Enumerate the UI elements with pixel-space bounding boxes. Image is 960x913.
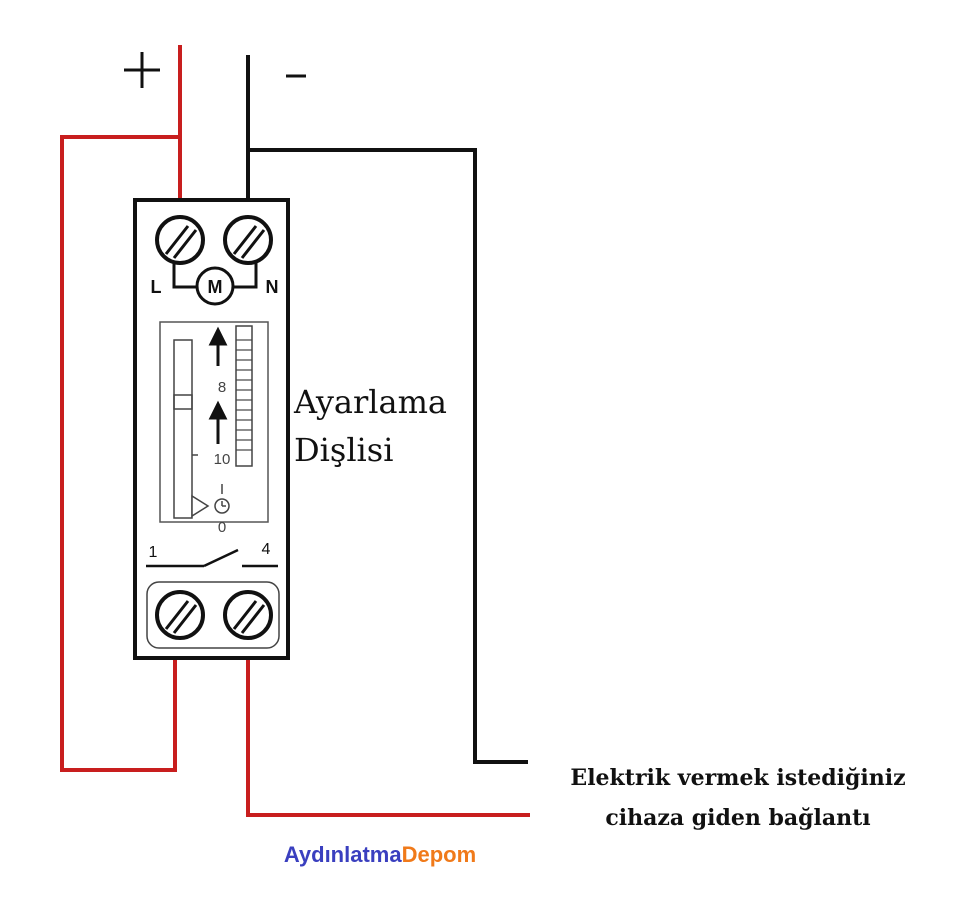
- output-wire: [246, 640, 530, 817]
- live-bridge-wire: [60, 135, 180, 772]
- terminal-n-label: N: [266, 277, 279, 297]
- plus-sign: [124, 52, 160, 88]
- dial-mark-0: 0: [218, 519, 226, 536]
- brand-name-part2: Depom: [401, 842, 477, 867]
- switch-contact-symbol: [146, 548, 278, 568]
- motor-wire-left: [172, 262, 196, 289]
- brand-logo: AydınlatmaDepom: [200, 842, 560, 868]
- motor-label: M: [208, 277, 223, 297]
- dial-mark-10: 10: [214, 451, 231, 468]
- terminal-l-label: L: [151, 277, 162, 297]
- device-connection-label-line1: Elektrik vermek istediğiniz: [570, 765, 906, 791]
- terminal-4: [223, 590, 273, 640]
- brand-name-part1: Aydınlatma: [283, 842, 402, 867]
- neutral-device-wire: [248, 148, 528, 764]
- dial-mark-8: 8: [218, 379, 226, 396]
- motor-wire-right: [234, 262, 258, 289]
- device-connection-label: Elektrik vermek istediğiniz cihaza giden…: [538, 758, 938, 838]
- contact-1-label: 1: [149, 544, 158, 561]
- setting-slider: [173, 339, 198, 519]
- device-connection-label-line2: cihaza giden bağlantı: [605, 805, 871, 831]
- terminal-n: [223, 215, 273, 265]
- neutral-wires: [246, 55, 528, 764]
- contact-4-label: 4: [262, 541, 271, 558]
- dial-scale: [235, 325, 253, 467]
- adjustment-gear-label-line1: Ayarlama: [294, 383, 447, 421]
- clock-icon: [214, 498, 230, 514]
- dial-scale-ticks: [236, 339, 252, 451]
- live-wires: [60, 45, 530, 817]
- adjustment-gear-label-line2: Dişlisi: [294, 431, 394, 469]
- adjustment-gear-label: Ayarlama Dişlisi: [294, 378, 447, 474]
- terminal-1: [155, 590, 205, 640]
- motor-symbol: [195, 266, 235, 306]
- direction-arrow-lower: [208, 400, 228, 444]
- terminal-l: [155, 215, 205, 265]
- direction-arrow-upper: [208, 326, 228, 366]
- dial-pointer-triangle: [191, 494, 210, 518]
